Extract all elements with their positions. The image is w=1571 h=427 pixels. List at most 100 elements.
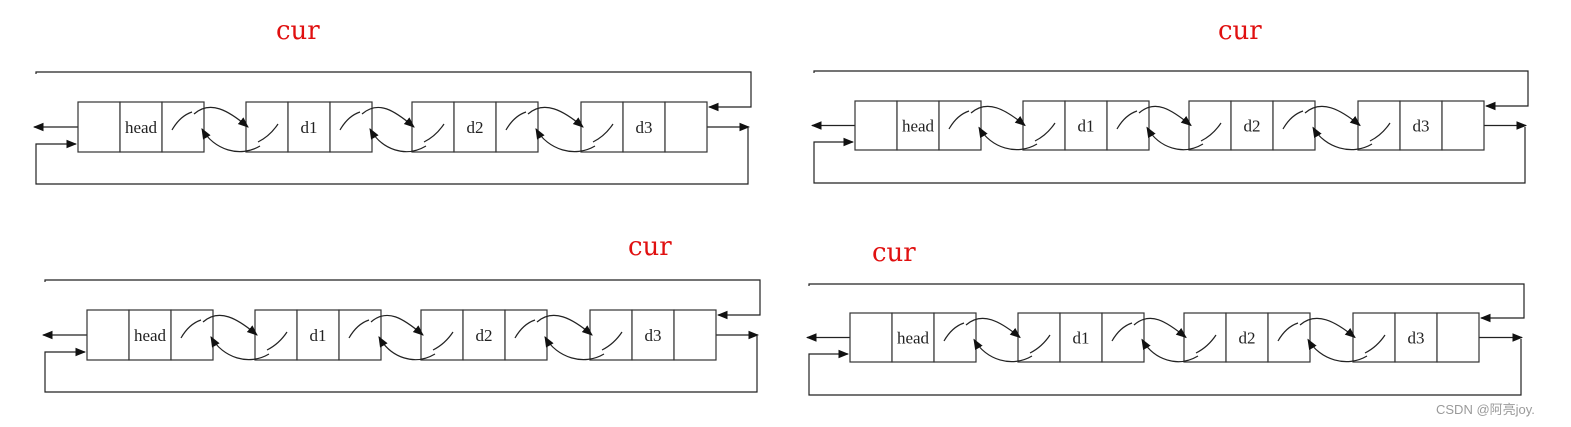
node-data-cell	[1230, 100, 1274, 151]
prev-pointer-stroke	[1200, 122, 1222, 142]
node-data-cell	[1394, 312, 1438, 363]
head-to-tail-link	[44, 336, 758, 393]
tail-to-head-link	[808, 283, 1525, 323]
node-prev-cell	[1188, 100, 1232, 151]
node-label: d3	[645, 326, 662, 345]
list-node: head	[854, 100, 982, 151]
node-next-cell	[664, 101, 708, 153]
node-data-cell	[128, 309, 172, 361]
node-prev-cell	[589, 309, 633, 361]
node-next-cell	[170, 309, 214, 361]
next-link-arrow	[965, 317, 1021, 339]
list-node: d2	[420, 309, 548, 361]
node-data-cell	[119, 101, 163, 153]
prev-pointer-stroke	[1195, 334, 1217, 354]
prev-pointer-stroke	[1034, 122, 1056, 142]
prev-link-arrow	[1312, 126, 1373, 151]
node-prev-cell	[580, 101, 624, 153]
node-prev-cell	[254, 309, 298, 361]
node-next-cell	[161, 101, 205, 153]
next-link-arrow	[970, 105, 1026, 127]
next-pointer-stroke	[339, 111, 361, 131]
node-next-cell	[1436, 312, 1480, 363]
node-prev-cell	[411, 101, 455, 153]
prev-pointer-stroke	[1364, 334, 1386, 354]
node-data-cell	[287, 101, 331, 153]
prev-link-arrow	[378, 336, 436, 361]
list-panel: cur head d1 d2 d3	[810, 16, 1529, 184]
next-pointer-stroke	[171, 111, 193, 131]
list-node: d3	[580, 101, 708, 153]
node-label: d3	[1408, 329, 1425, 348]
next-link-arrow	[536, 314, 593, 336]
node-data-cell	[891, 312, 935, 363]
node-next-cell	[1272, 100, 1316, 151]
prev-link-arrow	[1307, 338, 1368, 363]
node-label: d2	[1239, 329, 1256, 348]
list-node: d1	[1017, 312, 1145, 363]
next-link-arrow	[1299, 317, 1356, 339]
next-link-arrow	[527, 106, 584, 128]
next-pointer-stroke	[505, 111, 527, 131]
node-prev-cell	[420, 309, 464, 361]
next-link-arrow	[202, 314, 258, 336]
next-link-arrow	[1133, 317, 1187, 339]
next-link-arrow	[193, 106, 249, 128]
prev-pointer-stroke	[1369, 122, 1391, 142]
prev-pointer-stroke	[257, 123, 279, 143]
node-data-cell	[631, 309, 675, 361]
node-label: head	[125, 118, 158, 137]
node-data-cell	[1059, 312, 1103, 363]
head-to-tail-link	[813, 127, 1526, 184]
node-label: d3	[636, 118, 653, 137]
next-pointer-stroke	[948, 110, 970, 130]
prev-pointer-stroke	[423, 123, 445, 143]
tail-to-head-link	[44, 279, 761, 320]
node-next-cell	[1267, 312, 1311, 363]
node-prev-cell	[1183, 312, 1227, 363]
node-label: head	[902, 117, 935, 136]
list-node: head	[77, 101, 205, 153]
prev-link-arrow	[1141, 338, 1199, 363]
prev-link-arrow	[210, 336, 270, 361]
node-label: d2	[1244, 117, 1261, 136]
head-to-tail-link	[808, 339, 1522, 396]
head-to-tail-link	[35, 128, 749, 185]
cur-pointer-label: cur	[1218, 16, 1262, 46]
list-node: d3	[1352, 312, 1480, 363]
list-node: head	[86, 309, 214, 361]
node-data-cell	[622, 101, 666, 153]
node-next-cell	[504, 309, 548, 361]
prev-link-arrow	[1146, 126, 1204, 151]
node-next-cell	[938, 100, 982, 151]
list-node: d2	[1183, 312, 1311, 363]
next-pointer-stroke	[1277, 322, 1299, 342]
node-next-cell	[329, 101, 373, 153]
list-node: d1	[1022, 100, 1150, 151]
node-prev-cell	[77, 101, 121, 153]
prev-link-arrow	[973, 338, 1033, 363]
node-data-cell	[453, 101, 497, 153]
next-pointer-stroke	[1111, 322, 1133, 342]
next-pointer-stroke	[943, 322, 965, 342]
prev-pointer-stroke	[266, 331, 288, 351]
next-pointer-stroke	[180, 319, 202, 339]
prev-pointer-stroke	[601, 331, 623, 351]
prev-link-arrow	[978, 126, 1038, 151]
node-next-cell	[338, 309, 382, 361]
prev-pointer-stroke	[432, 331, 454, 351]
next-link-arrow	[361, 106, 415, 128]
next-link-arrow	[370, 314, 424, 336]
next-pointer-stroke	[514, 319, 536, 339]
next-pointer-stroke	[348, 319, 370, 339]
node-next-cell	[495, 101, 539, 153]
node-next-cell	[1441, 100, 1485, 151]
list-node: d1	[245, 101, 373, 153]
node-label: head	[897, 329, 930, 348]
tail-to-head-link	[813, 70, 1529, 111]
list-node: d3	[1357, 100, 1485, 151]
next-pointer-stroke	[1282, 110, 1304, 130]
next-link-arrow	[1304, 105, 1361, 127]
